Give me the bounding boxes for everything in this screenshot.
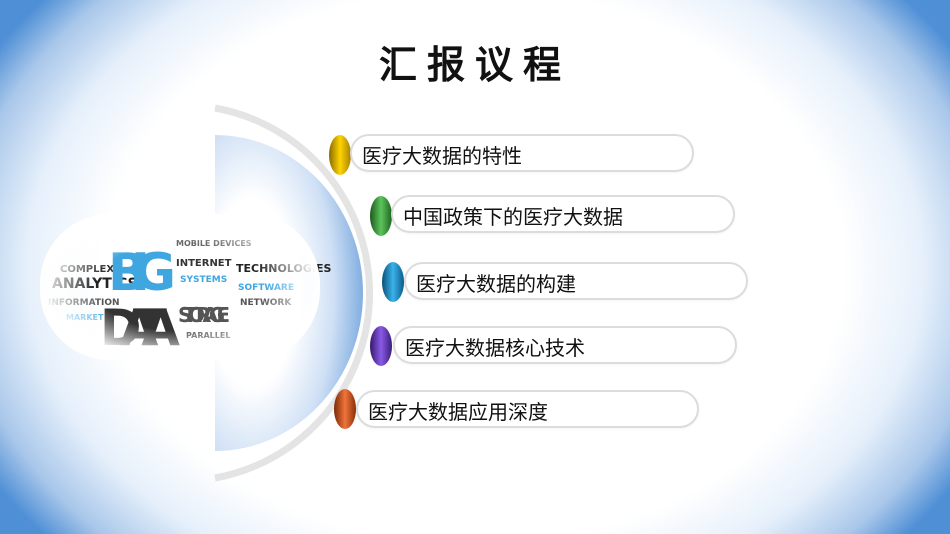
bead-3 bbox=[382, 262, 404, 302]
agenda-pill bbox=[356, 390, 699, 428]
big-data-wordcloud: COMPLEX ANALYTICS INFORMATION BIG DATA I… bbox=[40, 214, 331, 360]
agenda-item-5[interactable]: 医疗大数据应用深度 bbox=[356, 390, 699, 428]
page-title: 汇报议程 bbox=[378, 43, 571, 87]
bead-5 bbox=[334, 389, 356, 429]
agenda-pill bbox=[404, 262, 748, 300]
agenda-label: 医疗大数据应用深度 bbox=[368, 400, 548, 424]
agenda-label: 中国政策下的医疗大数据 bbox=[403, 205, 623, 229]
agenda-pill bbox=[393, 326, 737, 364]
agenda-label: 医疗大数据的特性 bbox=[362, 144, 522, 168]
agenda-label: 医疗大数据的构建 bbox=[416, 272, 576, 296]
agenda-pill bbox=[350, 134, 694, 172]
agenda-label: 医疗大数据核心技术 bbox=[405, 336, 585, 360]
agenda-item-3[interactable]: 医疗大数据的构建 bbox=[404, 262, 748, 300]
bead-1 bbox=[329, 135, 351, 175]
agenda-item-2[interactable]: 中国政策下的医疗大数据 bbox=[391, 195, 735, 233]
agenda-pill bbox=[391, 195, 735, 233]
bead-2 bbox=[370, 196, 392, 236]
agenda-item-4[interactable]: 医疗大数据核心技术 bbox=[393, 326, 737, 364]
agenda-item-1[interactable]: 医疗大数据的特性 bbox=[350, 134, 694, 172]
bead-4 bbox=[370, 326, 392, 366]
